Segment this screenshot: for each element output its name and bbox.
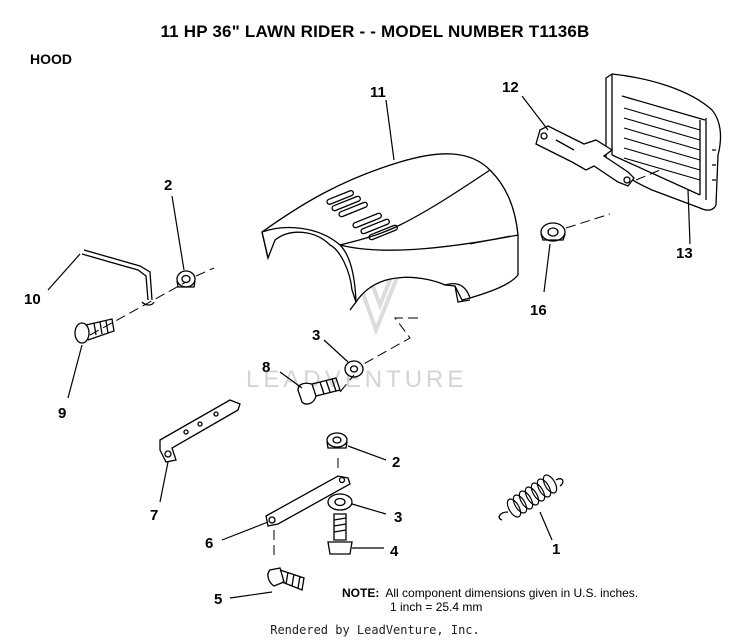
footer-credit: Rendered by LeadVenture, Inc. (270, 623, 480, 637)
bolt-8-part (297, 377, 341, 405)
section-label: HOOD (30, 51, 72, 67)
callout-12: 12 (502, 79, 519, 96)
spring-part (498, 474, 564, 521)
callout-5: 5 (214, 591, 222, 608)
callout-6: 6 (205, 535, 213, 552)
callout-11: 11 (370, 84, 386, 101)
callout-3-lower: 3 (394, 509, 402, 526)
diagram-title: 11 HP 36" LAWN RIDER - - MODEL NUMBER T1… (160, 22, 590, 41)
bracket-7-part (159, 399, 241, 463)
callout-numbers: 11 12 13 16 2 10 9 3 8 7 2 3 4 6 5 1 (24, 79, 693, 608)
callout-10: 10 (24, 291, 41, 308)
callout-2-lower: 2 (392, 454, 400, 471)
note-line-1: All component dimensions given in U.S. i… (385, 586, 639, 600)
dimensions-note: NOTE: All component dimensions given in U… (342, 586, 638, 614)
nut-2-upper-part (176, 270, 196, 288)
nut-2-lower-part (326, 432, 348, 449)
nut-16-part (540, 222, 566, 242)
note-line-2: 1 inch = 25.4 mm (390, 600, 483, 614)
grille-part (605, 73, 722, 211)
bolt-5-part (267, 567, 305, 591)
rod-part (81, 249, 155, 306)
callout-1: 1 (552, 541, 560, 558)
washer-3-upper-part (344, 360, 364, 378)
strap-6-part (265, 475, 351, 527)
hood-part (261, 153, 519, 311)
hood-vents (326, 190, 398, 241)
callout-7: 7 (150, 507, 158, 524)
callout-2-upper: 2 (164, 177, 172, 194)
callout-3-upper: 3 (312, 327, 320, 344)
assembly-lines (89, 169, 661, 560)
leader-lines (47, 95, 691, 599)
bracket-part (535, 125, 635, 187)
bolt-4-part (327, 513, 353, 555)
bolt-9-part (74, 318, 115, 344)
callout-13: 13 (676, 245, 693, 262)
callout-8: 8 (262, 359, 270, 376)
note-label: NOTE: (342, 586, 380, 600)
callout-9: 9 (58, 405, 66, 422)
washer-3-lower-part (327, 493, 353, 511)
callout-4: 4 (390, 543, 399, 560)
callout-16: 16 (530, 302, 547, 319)
